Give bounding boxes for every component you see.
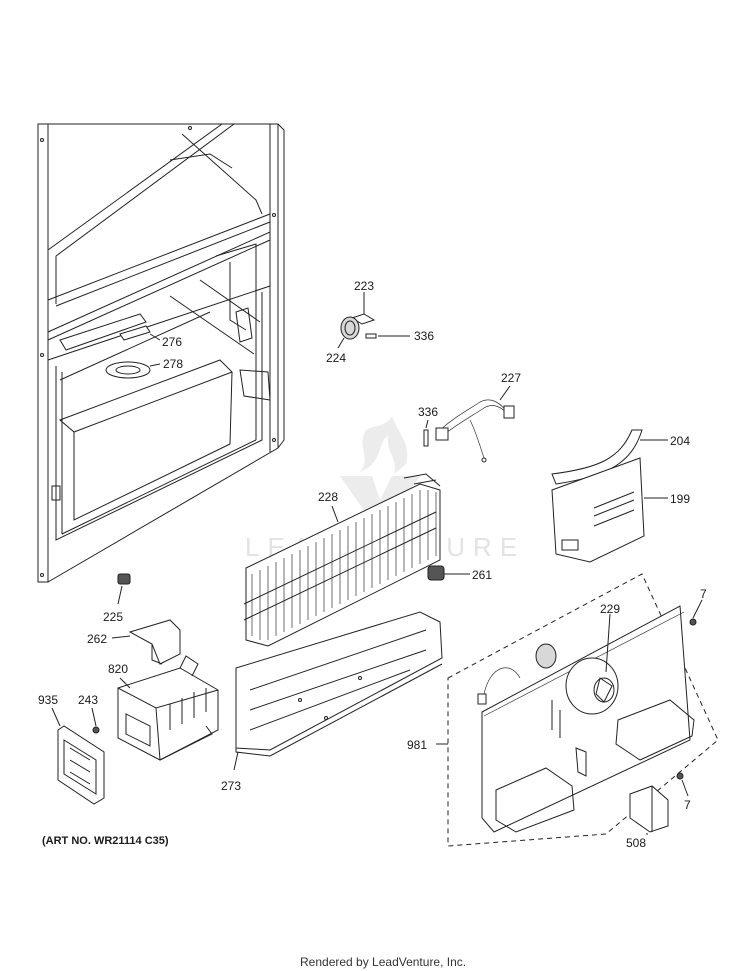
part-262-bracket[interactable]: 262 xyxy=(87,619,181,665)
label-7-upper: 7 xyxy=(700,587,707,601)
label-223: 223 xyxy=(354,279,374,293)
part-261-thermostat[interactable]: 261 xyxy=(427,565,492,582)
part-935-cover[interactable]: 935 xyxy=(38,693,105,805)
part-820-icemaker[interactable]: 820 xyxy=(108,655,219,761)
label-228: 228 xyxy=(318,490,338,504)
label-243: 243 xyxy=(78,693,98,707)
part-224-damper[interactable]: 224 xyxy=(326,316,360,365)
part-7-screw-upper[interactable]: 7 xyxy=(689,587,707,626)
part-508-cover[interactable]: 508 xyxy=(626,785,669,850)
label-508: 508 xyxy=(626,836,646,850)
label-981: 981 xyxy=(407,738,427,752)
part-243-screw[interactable]: 243 xyxy=(78,693,100,734)
label-276: 276 xyxy=(162,335,182,349)
label-820: 820 xyxy=(108,662,128,676)
label-336-upper: 336 xyxy=(414,329,434,343)
cabinet xyxy=(37,123,285,583)
part-278-light-cover[interactable]: 278 xyxy=(105,357,183,379)
part-225-switch[interactable]: 225 xyxy=(103,573,131,624)
part-981-fan-assembly[interactable]: 981 xyxy=(407,573,719,847)
part-229-fan-motor[interactable]: 229 xyxy=(600,602,620,673)
part-276-lamp-socket[interactable]: 276 xyxy=(119,325,182,349)
label-7-lower: 7 xyxy=(684,798,691,812)
part-199-cover[interactable]: 199 xyxy=(551,457,690,563)
part-336-thermistor-upper[interactable]: 336 xyxy=(365,329,434,343)
label-336-lower: 336 xyxy=(418,405,438,419)
label-262: 262 xyxy=(87,632,107,646)
part-7-screw-lower[interactable]: 7 xyxy=(676,772,691,812)
part-273-back-panel[interactable]: 273 xyxy=(221,611,443,793)
part-223-bracket[interactable]: 223 xyxy=(350,279,376,325)
label-278: 278 xyxy=(163,357,183,371)
label-261: 261 xyxy=(472,568,492,582)
label-273: 273 xyxy=(221,779,241,793)
art-number: (ART NO. WR21114 C35) xyxy=(42,835,169,847)
part-336-thermistor-lower[interactable]: 336 xyxy=(418,405,438,447)
label-229: 229 xyxy=(600,602,620,616)
part-227-wire-harness[interactable]: 227 xyxy=(435,371,521,463)
label-199: 199 xyxy=(670,492,690,506)
label-935: 935 xyxy=(38,693,58,707)
part-228-evaporator[interactable]: 228 xyxy=(243,473,441,647)
label-204: 204 xyxy=(670,434,690,448)
label-227: 227 xyxy=(501,371,521,385)
label-225: 225 xyxy=(103,610,123,624)
footer-credit: Rendered by LeadVenture, Inc. xyxy=(300,955,466,969)
label-224: 224 xyxy=(326,351,346,365)
